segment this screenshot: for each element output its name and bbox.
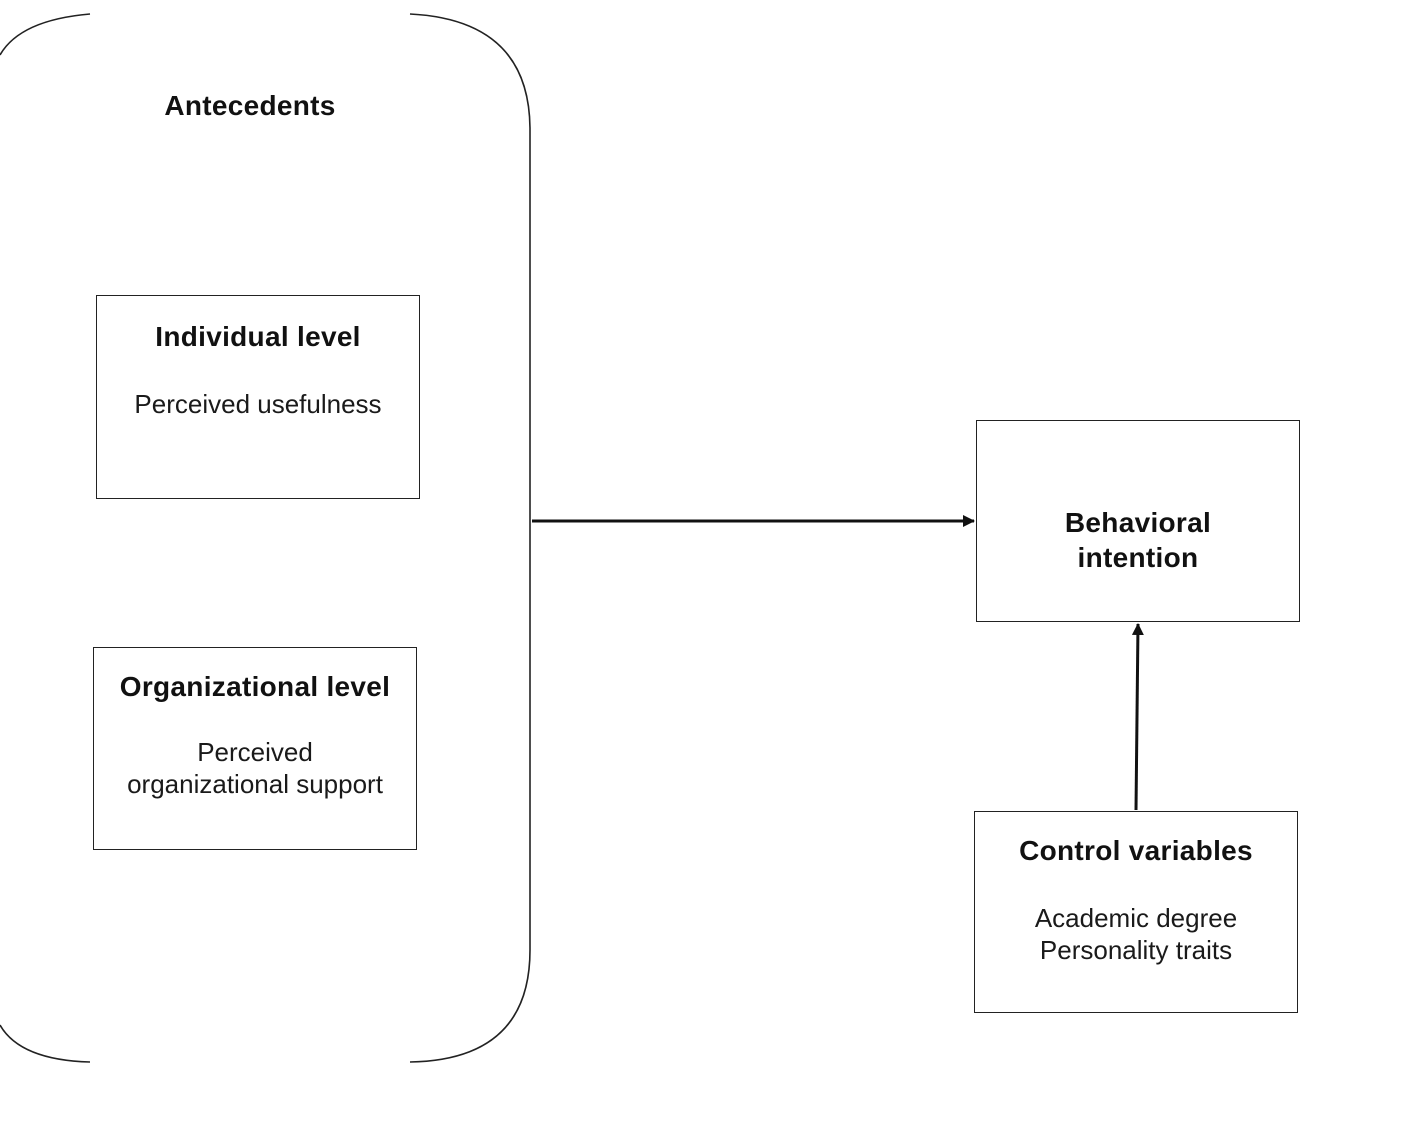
arrow-control-to-intention	[1131, 623, 1144, 811]
behavioral-intention-title-line: Behavioral	[1064, 507, 1212, 538]
control-item: Academic degree	[1034, 903, 1238, 933]
control-variables-box: Control variables Academic degree Person…	[974, 811, 1298, 1013]
organizational-item-line: organizational support	[127, 769, 383, 799]
control-variables-title: Control variables	[1019, 835, 1253, 866]
individual-level-items: Perceived usefulness	[97, 388, 419, 420]
behavioral-intention-box: Behavioral intention	[976, 420, 1300, 622]
organizational-item-line: Perceived	[197, 737, 313, 767]
antecedents-bracket-right	[409, 13, 531, 1063]
individual-item: Perceived usefulness	[134, 389, 382, 419]
antecedents-title: Antecedents	[164, 90, 336, 121]
antecedents-bracket-left	[0, 13, 91, 1063]
organizational-level-box: Organizational level Perceived organizat…	[93, 647, 417, 850]
individual-level-title: Individual level	[155, 321, 361, 352]
behavioral-intention-title-line: intention	[1077, 542, 1199, 573]
organizational-level-title: Organizational level	[119, 671, 391, 702]
control-variables-items: Academic degree Personality traits	[975, 902, 1297, 966]
organizational-level-items: Perceived organizational support	[94, 736, 416, 800]
individual-level-box: Individual level Perceived usefulness	[96, 295, 420, 499]
behavioral-intention-title: Behavioral intention	[977, 505, 1299, 575]
control-item: Personality traits	[1039, 935, 1233, 965]
